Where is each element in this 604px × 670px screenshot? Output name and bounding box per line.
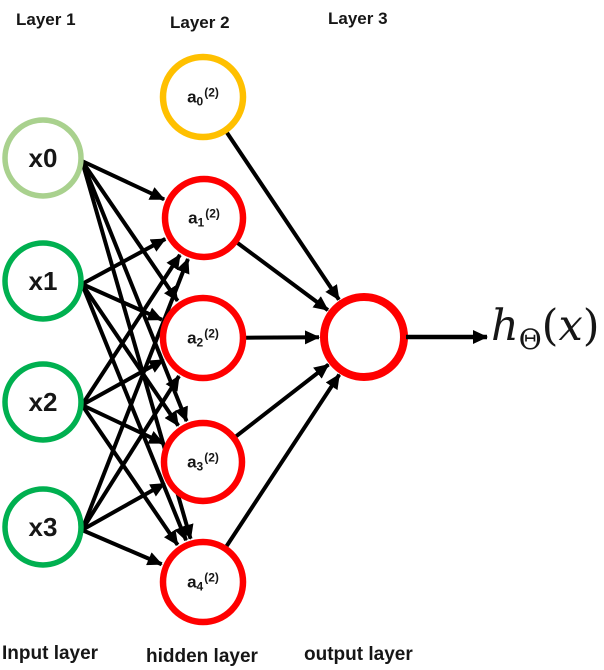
node-a3 (160, 419, 246, 505)
node-x3 (2, 486, 84, 568)
node-label-x3: x3 (28, 512, 58, 542)
formula-x: x (558, 301, 583, 351)
node-a1 (161, 175, 247, 261)
node-out (320, 293, 408, 381)
edge-a4-out (223, 373, 341, 549)
edge-x0-a1 (81, 159, 166, 202)
output-layer-label: output layer (304, 644, 413, 665)
formula-open-paren: ( (541, 301, 559, 351)
layer-3-title: Layer 3 (328, 9, 388, 28)
edge-x3-a2 (80, 375, 181, 532)
node-label-a2: a2(2) (187, 326, 219, 350)
edge-x0-a2 (80, 159, 180, 302)
edge-a3-out (233, 363, 330, 440)
edge-x2-a1 (80, 253, 182, 407)
layer-1-title: Layer 1 (16, 10, 76, 29)
node-label-a1: a1(2) (188, 206, 220, 230)
node-x0 (2, 117, 84, 199)
edge-a0-out (224, 129, 341, 301)
edge-x1-a4 (80, 283, 188, 542)
node-a4 (159, 538, 247, 626)
formula-close-paren: ) (582, 301, 600, 351)
edge-x3-a3 (81, 481, 166, 532)
edges-group (80, 129, 341, 567)
hypothesis-formula: hΘ(x) (491, 301, 600, 356)
edge-x2-a4 (80, 403, 180, 546)
node-a0 (159, 53, 247, 141)
edge-a1-out (234, 240, 330, 312)
edge-x3-a4 (81, 528, 163, 567)
input-layer-label: Input layer (2, 643, 99, 664)
hidden-layer-label: hidden layer (146, 646, 258, 667)
node-a2 (159, 294, 247, 382)
layer-2-title: Layer 2 (170, 13, 230, 32)
node-label-x2: x2 (28, 387, 58, 417)
node-label-a3: a3(2) (187, 450, 219, 474)
nodes-group (2, 53, 408, 626)
edge-x1-a1 (81, 237, 167, 286)
edge-x1-a2 (81, 282, 163, 322)
node-label-x1: x1 (28, 266, 58, 296)
formula-theta-subscript: Θ (518, 323, 542, 356)
formula-h: h (491, 301, 519, 351)
node-x2 (2, 361, 84, 443)
node-x1 (2, 240, 84, 322)
edge-x3-a1 (80, 258, 190, 531)
node-label-x0: x0 (28, 143, 58, 173)
edge-x2-a2 (81, 358, 165, 407)
node-label-a4: a4(2) (187, 570, 219, 594)
node-label-a0: a0(2) (187, 85, 219, 109)
